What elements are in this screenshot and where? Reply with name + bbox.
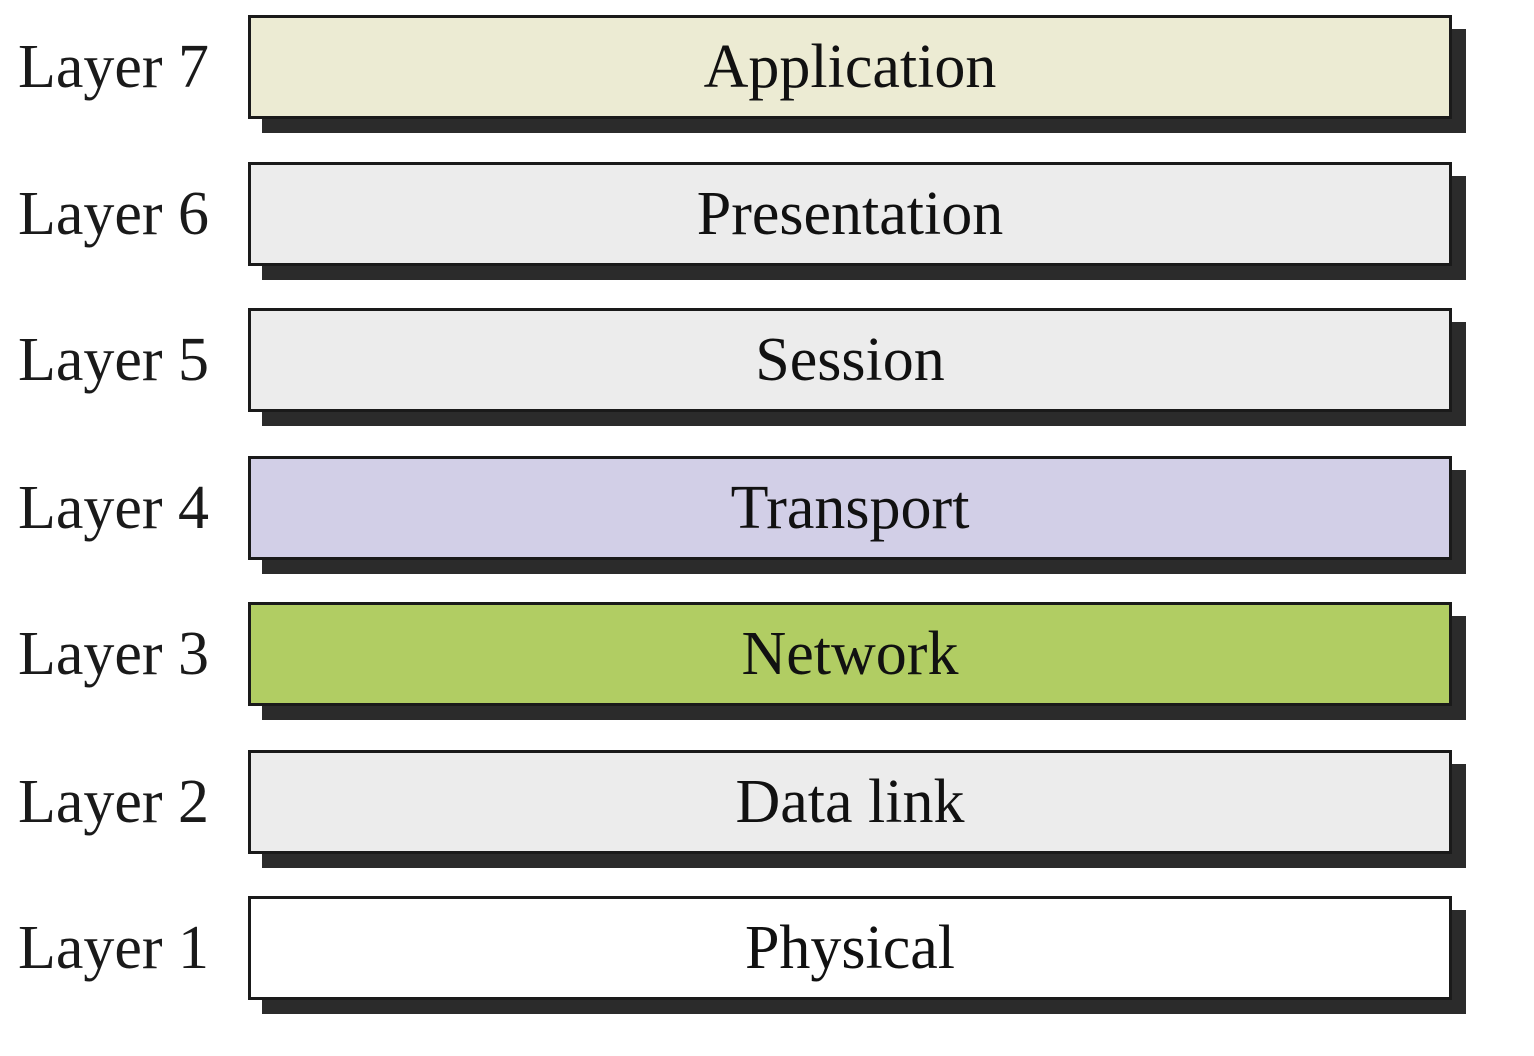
layer-name-label: Session (755, 325, 945, 394)
layer-name-label: Network (741, 619, 959, 688)
layer-row-3: Layer 3 Network (0, 602, 1534, 720)
layer-number-label: Layer 7 (18, 33, 210, 101)
layer-name-label: Data link (735, 767, 965, 836)
layer-box-session: Session (248, 308, 1452, 412)
layer-box-network: Network (248, 602, 1452, 706)
layer-number-label: Layer 1 (18, 914, 210, 982)
layer-box-data-link: Data link (248, 750, 1452, 854)
layer-row-7: Layer 7 Application (0, 15, 1534, 133)
layer-name-label: Presentation (696, 179, 1004, 248)
layer-row-1: Layer 1 Physical (0, 896, 1534, 1014)
layer-number-label: Layer 5 (18, 326, 210, 394)
layer-row-6: Layer 6 Presentation (0, 162, 1534, 280)
layer-number-label: Layer 4 (18, 474, 210, 542)
layer-row-2: Layer 2 Data link (0, 750, 1534, 868)
layer-name-label: Physical (744, 913, 956, 982)
layer-name-label: Transport (730, 473, 970, 542)
layer-box-physical: Physical (248, 896, 1452, 1000)
layer-box-application: Application (248, 15, 1452, 119)
layer-number-label: Layer 6 (18, 180, 210, 248)
layer-box-transport: Transport (248, 456, 1452, 560)
layer-row-5: Layer 5 Session (0, 308, 1534, 426)
layer-row-4: Layer 4 Transport (0, 456, 1534, 574)
layer-box-presentation: Presentation (248, 162, 1452, 266)
layer-number-label: Layer 3 (18, 620, 210, 688)
layer-number-label: Layer 2 (18, 768, 210, 836)
layer-name-label: Application (703, 32, 997, 101)
